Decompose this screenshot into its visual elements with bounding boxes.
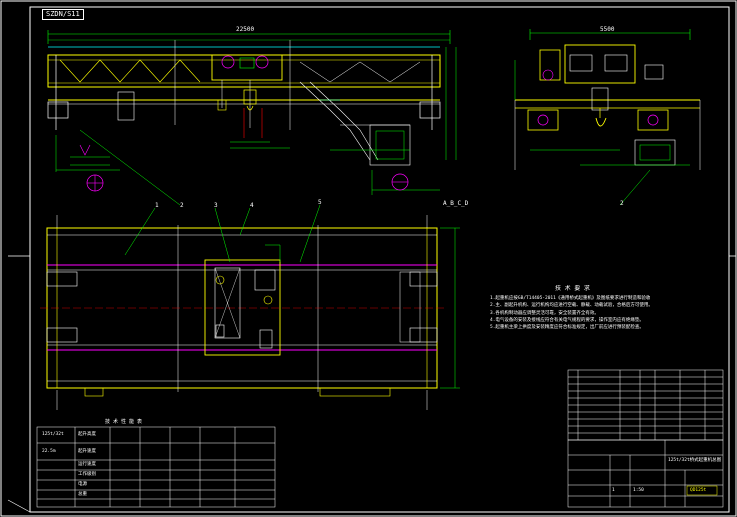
parts-list-table [567, 369, 724, 441]
balloon-1: 1 [155, 202, 159, 209]
specs-row: 电源 [78, 482, 87, 487]
balloon-4: 4 [250, 202, 254, 209]
notes-title: 技 术 要 求 [555, 285, 590, 292]
plan-marker: A_B_C_D [443, 200, 469, 207]
front-elevation-view [47, 30, 457, 206]
specs-row: 工作级别 [78, 472, 96, 477]
title-scale: 1:50 [633, 488, 644, 493]
note-line: 2.主、副起升机构、运行机构均应进行空载、静载、动载试验，合格后方可使用。 [490, 303, 650, 309]
balloon-side: 2 [620, 200, 624, 207]
title-sheet: 1 [612, 488, 615, 493]
title-drawing-no: QD125t [690, 488, 707, 493]
dim-side-span: 5500 [600, 26, 615, 33]
note-line: 1.起重机应按GB/T14405-2011《通用桥式起重机》及图纸要求进行制造和… [490, 296, 650, 302]
note-line: 4.电气设备的安装及接线应符合有关电气规程的要求，操作室内应有绝缘垫。 [490, 317, 644, 323]
side-elevation-view [514, 29, 701, 206]
specs-row: 起升速度 [78, 449, 96, 454]
drawing-tag: SZDN/S11 [42, 9, 84, 20]
specs-row: 运行速度 [78, 462, 96, 467]
specs-row: 总重 [78, 492, 87, 497]
specs-capacity: 125t/32t [42, 432, 64, 437]
technical-specs-table [36, 426, 276, 508]
balloon-5: 5 [318, 199, 322, 206]
technical-notes: 技 术 要 求 1.起重机应按GB/T14405-2011《通用桥式起重机》及图… [490, 285, 650, 331]
title-block [567, 439, 724, 508]
plan-view [40, 204, 460, 410]
title-drawing-name: 125t/32t桥式起重机总图 [668, 458, 722, 463]
balloon-3: 3 [214, 202, 218, 209]
specs-table-title: 技 术 性 能 表 [105, 419, 143, 425]
note-line: 3.各机构制动器应调整灵活可靠，安全装置齐全有效。 [490, 310, 599, 316]
balloon-2: 2 [180, 202, 184, 209]
dim-main-span: 22500 [236, 26, 255, 33]
specs-row: 起升高度 [78, 432, 96, 437]
specs-span: 22.5m [42, 449, 56, 454]
note-line: 5.起重机主梁上拱度及安装精度应符合标准规定，出厂前应进行预装配检查。 [490, 325, 644, 331]
